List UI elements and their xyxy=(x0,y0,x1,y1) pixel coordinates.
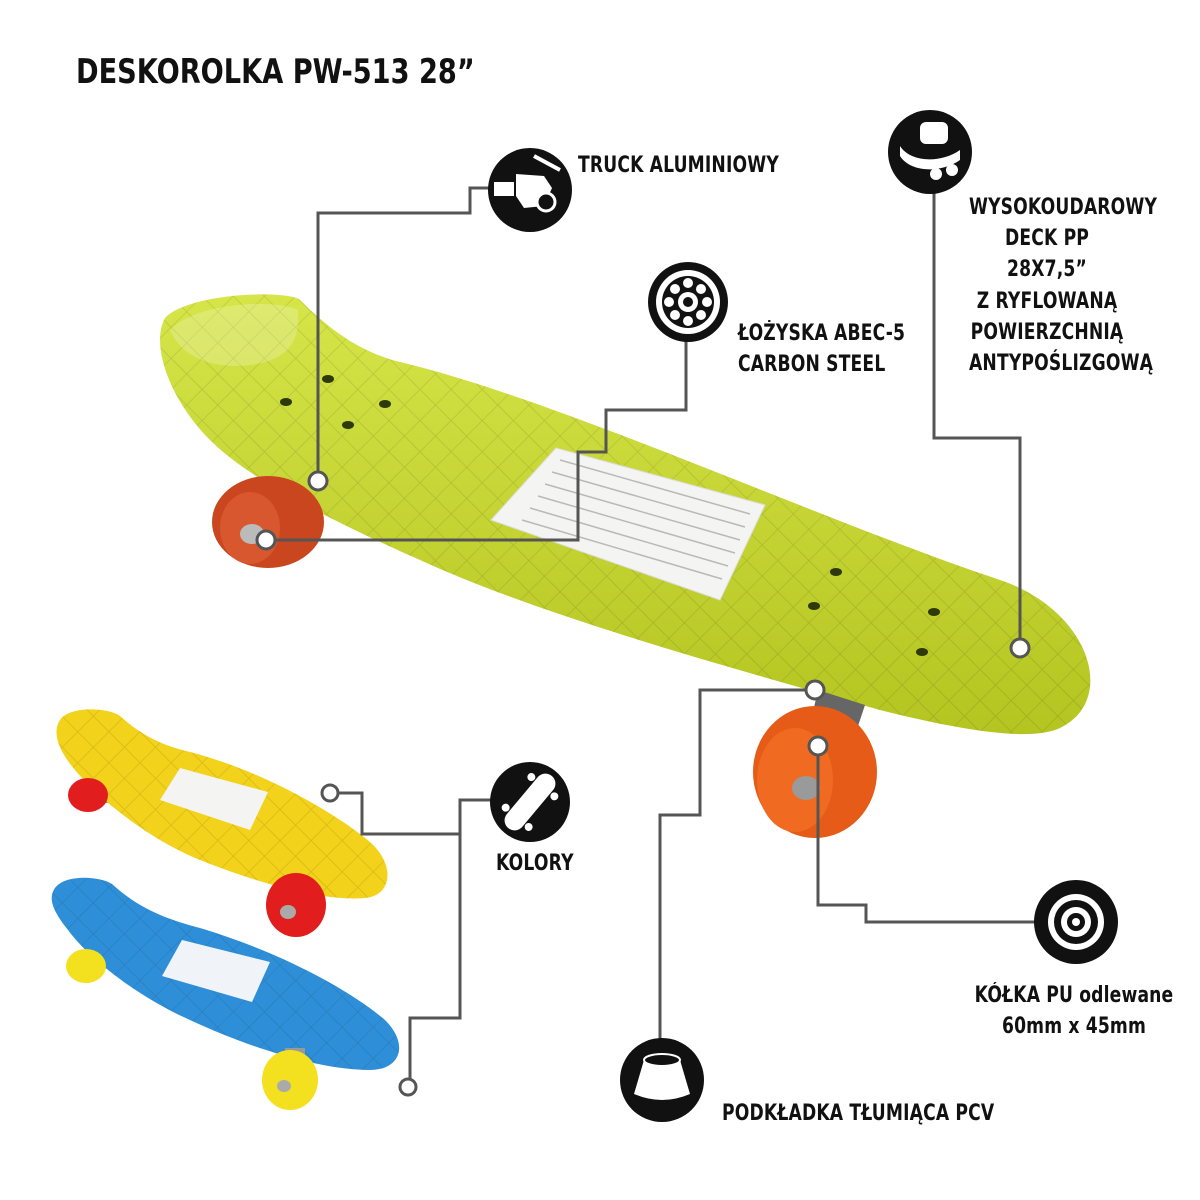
deck-line-1: WYSOKOUDAROWY xyxy=(969,195,1158,220)
bearings-line-2: CARBON STEEL xyxy=(738,352,886,378)
wheels-line-1: KÓŁKA PU odlewane xyxy=(974,983,1174,1008)
callout-dots xyxy=(255,470,1031,1097)
variant-yellow-skateboard xyxy=(56,709,388,937)
mounting-holes xyxy=(280,375,940,656)
main-skateboard xyxy=(160,294,1091,838)
truck-icon xyxy=(488,148,572,232)
variant-blue-skateboard xyxy=(51,877,400,1110)
deck-line-6: ANTYPOŚLIZGOWĄ xyxy=(969,351,1154,377)
wheels-line-2: 60mm x 45mm xyxy=(1001,1014,1147,1040)
deck-line-2: DECK PP xyxy=(1004,226,1090,252)
bearings-line-1: ŁOŻYSKA ABEC-5 xyxy=(738,321,906,346)
deck-label: WYSOKOUDAROWY DECK PP 28X7,5” Z RYFLOWAN… xyxy=(969,192,1158,379)
wheels-label: KÓŁKA PU odlewane 60mm x 45mm xyxy=(973,980,1176,1042)
bushing-icon xyxy=(620,1038,704,1122)
front-wheel xyxy=(753,706,877,838)
page-title: DESKOROLKA PW-513 28” xyxy=(76,52,475,92)
bushing-label: PODKŁADKA TŁUMIĄCA PCV xyxy=(722,1101,995,1126)
deck-line-4: Z RYFLOWANĄ xyxy=(976,288,1118,314)
colors-label: KOLORY xyxy=(496,851,574,876)
rear-wheel xyxy=(212,476,324,568)
deck-icon xyxy=(888,110,972,194)
bearing-icon xyxy=(648,262,728,342)
deck-line-3: 28X7,5” xyxy=(1007,257,1087,283)
skateboard-icon xyxy=(490,762,570,842)
callout-lines xyxy=(266,186,1036,1085)
bearings-label: ŁOŻYSKA ABEC-5 CARBON STEEL xyxy=(738,318,905,380)
truck-label: TRUCK ALUMINIOWY xyxy=(578,153,779,178)
wheel-icon xyxy=(1034,880,1118,964)
deck-line-5: POWIERZCHNIĄ xyxy=(970,319,1124,345)
